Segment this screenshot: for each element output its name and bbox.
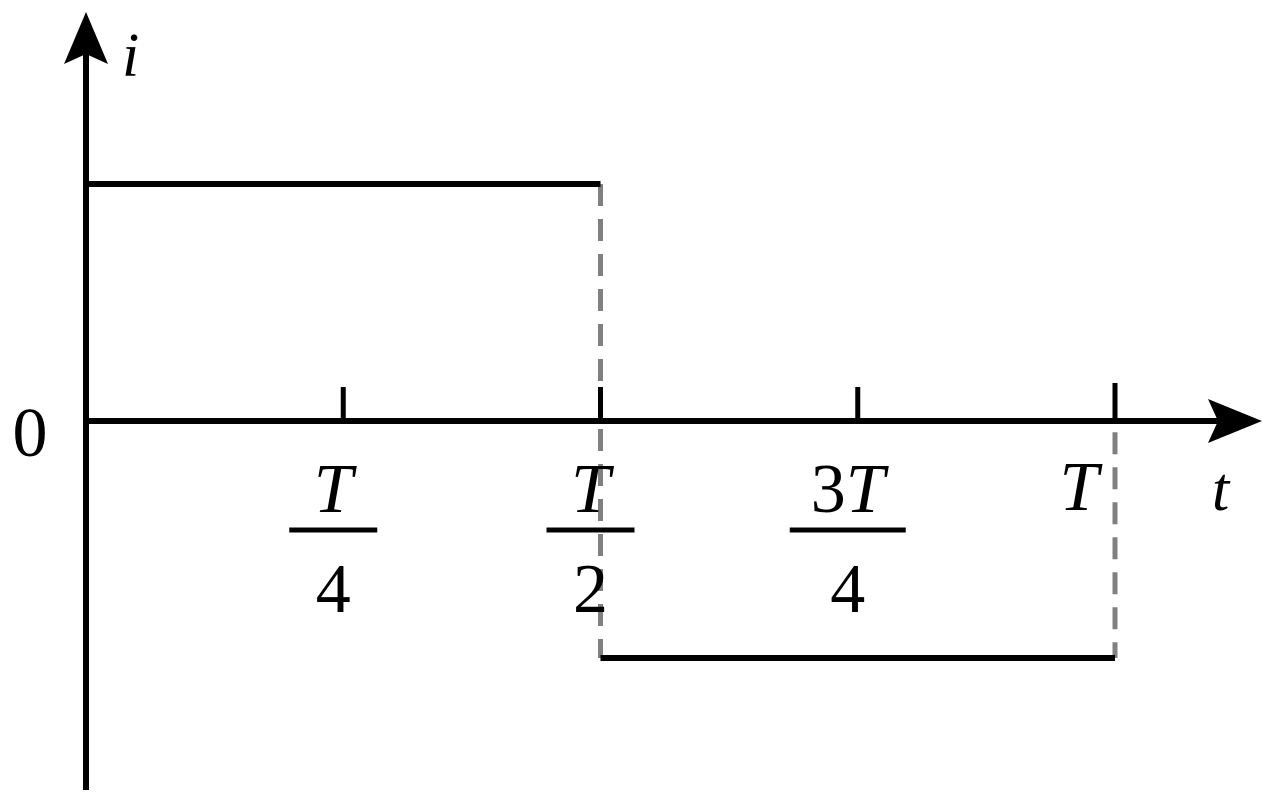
x-tick-denominator-0: 4 <box>316 551 351 628</box>
x-axis-arrow <box>1208 399 1262 443</box>
y-axis-label: i <box>122 22 139 90</box>
origin-label: 0 <box>13 395 48 472</box>
y-axis-arrow <box>64 12 108 64</box>
axes <box>64 12 1262 790</box>
chart-labels: i t 0 <box>13 22 1232 524</box>
series-lines <box>86 181 1115 661</box>
x-tick-numerator-2: 3T <box>811 451 890 528</box>
x-tick-numerator-0: T <box>314 451 358 528</box>
x-tick-label-3: T <box>1060 449 1104 526</box>
x-tick-numerator-1: T <box>571 451 615 528</box>
x-tick-denominator-1: 2 <box>573 551 608 628</box>
x-axis-label: t <box>1212 456 1231 524</box>
dashed-guides <box>598 184 1118 658</box>
x-tick-denominator-2: 4 <box>830 551 865 628</box>
x-ticks: T 4 T 2 3T 4 T <box>289 383 1118 628</box>
